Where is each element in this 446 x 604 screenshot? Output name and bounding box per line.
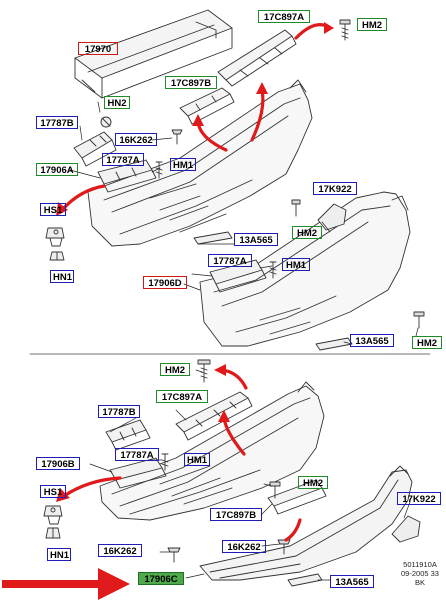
drawing-code-line3: BK xyxy=(414,578,425,587)
cap-17k922-top xyxy=(317,203,347,231)
bracket-17c897b-top xyxy=(179,87,235,125)
screw-hm2-top xyxy=(339,19,351,41)
bracket-17c897a-top xyxy=(217,29,297,87)
label-17c897b-bottom: 17C897B xyxy=(210,508,262,521)
screw-hm2-near-17k922 xyxy=(291,199,301,217)
screw-hm1-bottom xyxy=(161,453,169,471)
label-hm2-top-b: HM2 xyxy=(292,226,322,239)
label-17787a-top: 17787A xyxy=(102,153,144,166)
drawing-code-line2: 09-2005 33 xyxy=(401,569,439,578)
leader-lines xyxy=(69,101,419,581)
label-17c897a-bottom: 17C897A xyxy=(156,390,208,403)
arrow-to-17c897b-bottom xyxy=(284,518,302,542)
label-hs1-top: HS1 xyxy=(40,203,66,216)
clip-hn2 xyxy=(100,116,112,128)
drawing-code-line1: 5011910A xyxy=(403,560,437,569)
label-hm1-mid: HM1 xyxy=(282,258,310,271)
label-hm2-bottom-b: HM2 xyxy=(298,476,328,489)
label-13a565-top: 13A565 xyxy=(234,233,278,246)
label-hm2-mid: HM2 xyxy=(412,336,442,349)
label-17787a-mid: 17787A xyxy=(208,254,252,267)
bumper-cover-mid xyxy=(199,191,411,347)
screw-hm1-top xyxy=(155,161,163,179)
label-17k922-bottom: 17K922 xyxy=(397,492,441,505)
label-hm1-bottom: HM1 xyxy=(184,453,210,466)
arrow-to-17c897b-top xyxy=(192,114,228,152)
big-pointer-arrow xyxy=(2,568,130,600)
side-bracket-17787a-top xyxy=(97,159,157,193)
reflector-13a565-bottom xyxy=(287,573,323,587)
label-hm2-top-a: HM2 xyxy=(357,18,387,31)
arrow-to-17c897a-bottom xyxy=(218,410,246,456)
label-hn1-top: HN1 xyxy=(50,270,74,283)
screw-hm2-mid xyxy=(413,311,425,329)
label-13a565-bottom: 13A565 xyxy=(330,575,374,588)
label-hn1-bottom: HN1 xyxy=(47,548,71,561)
side-bracket-17787a-bottom xyxy=(109,457,167,489)
red-arrows xyxy=(2,22,334,600)
label-17787b-bottom: 17787B xyxy=(98,405,140,418)
arrow-to-hm2-bottom xyxy=(214,364,248,390)
label-17787b-top: 17787B xyxy=(36,116,78,129)
label-hs1-bottom: HS1 xyxy=(40,485,66,498)
cap-17k922-bottom xyxy=(391,515,421,543)
label-hm1-top: HM1 xyxy=(170,158,196,171)
label-17906b: 17906B xyxy=(36,457,80,470)
bumper-cover-top xyxy=(87,79,313,247)
label-hm2-bottom-a: HM2 xyxy=(160,363,190,376)
pin-16k262-bottom-a xyxy=(167,547,181,563)
reflector-13a565-top xyxy=(193,231,233,245)
lower-valance-17906c xyxy=(199,465,413,581)
label-17970: 17970 xyxy=(78,42,118,55)
arrow-to-17c897a-top xyxy=(250,82,268,142)
nut-hn1-bottom xyxy=(45,527,61,539)
screw-hm2-bottom-top xyxy=(197,359,211,383)
label-16k262-top: 16K262 xyxy=(115,133,157,146)
screw-hm2-bottom-mid xyxy=(269,481,281,499)
label-16k262-bottom-a: 16K262 xyxy=(98,544,142,557)
nut-hn1-top xyxy=(49,251,65,261)
label-17906c: 17906C xyxy=(138,572,184,585)
clip-hs1-bottom xyxy=(43,505,63,525)
clip-hs1-top xyxy=(45,227,65,247)
label-17906a: 17906A xyxy=(36,163,78,176)
reinforcement-beam-17970 xyxy=(74,9,233,99)
label-17k922-top: 17K922 xyxy=(313,182,357,195)
side-bracket-17787b-top xyxy=(73,131,117,167)
label-13a565-mid: 13A565 xyxy=(350,334,394,347)
label-hn2: HN2 xyxy=(104,96,130,109)
label-17c897b-top: 17C897B xyxy=(165,76,217,89)
bracket-17c897a-bottom xyxy=(175,391,253,441)
label-17787a-bottom: 17787A xyxy=(115,448,159,461)
label-17906d: 17906D xyxy=(143,276,187,289)
side-bracket-17787b-bottom xyxy=(105,419,151,451)
arrow-to-hm2-top xyxy=(294,22,334,40)
drawing-code: 5011910A 09-2005 33 BK xyxy=(396,560,444,587)
label-17c897a-top: 17C897A xyxy=(258,10,310,23)
reflector-13a565-mid xyxy=(315,337,353,351)
screw-hm1-mid xyxy=(269,261,277,279)
pin-16k262-top xyxy=(171,129,183,145)
label-16k262-bottom-b: 16K262 xyxy=(222,540,266,553)
arrow-to-hs1-bottom xyxy=(56,476,122,502)
